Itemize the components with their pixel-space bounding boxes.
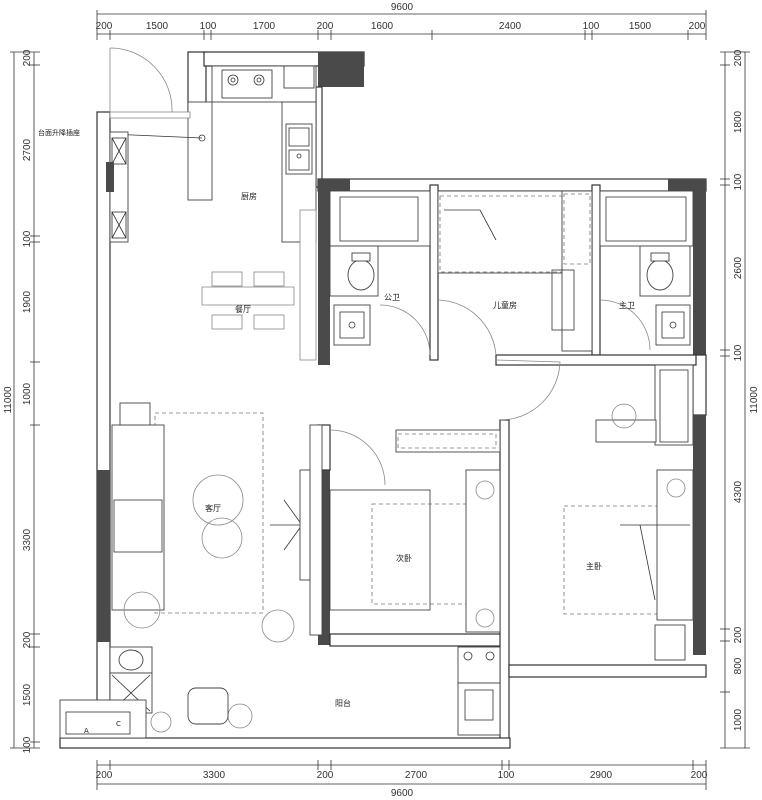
armchair (187, 687, 229, 725)
entry-cabinets (106, 131, 129, 243)
room-label-living: 客厅 (205, 503, 221, 513)
dim-bottom-3: 200 (317, 770, 334, 781)
dim-left-8: 1500 (22, 683, 33, 706)
room-label-dining: 餐厅 (235, 305, 251, 314)
dim-overall-right: 11000 (749, 386, 760, 414)
room-label-public-bath: 公卫 (384, 293, 400, 302)
dim-right-3: 100 (733, 173, 744, 190)
dim-top-7: 2400 (499, 21, 522, 32)
dim-bottom-4: 2700 (405, 770, 428, 781)
dim-left-2: 2700 (22, 138, 33, 161)
dim-left-7: 200 (22, 631, 33, 648)
dim-bottom-7: 200 (691, 770, 708, 781)
dim-bottom-5: 100 (498, 770, 515, 781)
room-label-master-bedroom: 主卧 (586, 561, 602, 571)
kitchen-counter-left (187, 101, 213, 201)
dim-overall-left: 11000 (3, 386, 14, 414)
sink-icon (285, 123, 313, 175)
room-label-kids-room: 儿童房 (493, 300, 517, 310)
dim-overall-bottom: 9600 (391, 788, 414, 799)
toilet-icon (347, 259, 375, 291)
master-bedroom (563, 469, 694, 661)
tank-label-c: C (116, 720, 121, 728)
dimension-texts: 9600 200 1500 100 1700 200 1600 2400 100… (3, 2, 760, 799)
dining-table (201, 271, 295, 330)
second-bedroom (329, 429, 501, 633)
public-bath (329, 190, 431, 356)
dim-right-6: 4300 (733, 480, 744, 503)
dimension-lines (10, 10, 750, 790)
dim-top-9: 1500 (629, 21, 652, 32)
dim-bottom-6: 2900 (590, 770, 613, 781)
dim-top-6: 1600 (371, 21, 394, 32)
dim-top-2: 1500 (146, 21, 169, 32)
sofa (111, 424, 165, 611)
dim-left-9: 100 (22, 736, 33, 753)
dim-left-1: 200 (22, 49, 33, 66)
room-label-second-bedroom: 次卧 (396, 553, 412, 563)
dim-left-5: 1000 (22, 382, 33, 405)
room-label-master-bath: 主卫 (619, 300, 635, 310)
dim-bottom-2: 3300 (203, 770, 226, 781)
room-labels: 厨房 餐厅 客厅 公卫 儿童房 主卫 次卧 主卧 阳台 (205, 191, 635, 708)
dim-top-5: 200 (317, 21, 334, 32)
dim-top-3: 100 (200, 21, 217, 32)
dim-right-2: 1800 (733, 110, 744, 133)
dim-right-9: 1000 (733, 708, 744, 731)
balcony: A C (59, 646, 501, 739)
master-bath (599, 190, 694, 351)
dim-top-1: 200 (96, 21, 113, 32)
dim-left-4: 1900 (22, 290, 33, 313)
kitchen: 台面升降插座 (38, 47, 317, 361)
dim-top-8: 100 (583, 21, 600, 32)
kids-room (437, 190, 593, 356)
dim-right-5: 100 (733, 344, 744, 361)
socket-note: 台面升降插座 (38, 128, 80, 137)
dim-right-7: 200 (733, 626, 744, 643)
tank-label-a: A (84, 727, 89, 735)
dim-bottom-1: 200 (96, 770, 113, 781)
dim-top-10: 200 (689, 21, 706, 32)
room-label-balcony: 阳台 (335, 698, 351, 708)
dim-top-4: 1700 (253, 21, 276, 32)
living-room (111, 402, 323, 643)
room-label-kitchen: 厨房 (241, 191, 257, 201)
dim-left-6: 3300 (22, 528, 33, 551)
dim-left-3: 100 (22, 230, 33, 247)
washbasin-icon (333, 304, 371, 346)
dim-overall-top: 9600 (391, 2, 414, 13)
corridor (495, 359, 694, 446)
tv-cabinet (299, 469, 311, 581)
dim-right-8: 800 (733, 657, 744, 674)
dim-right-1: 200 (733, 49, 744, 66)
dim-right-4: 2600 (733, 256, 744, 279)
walls (59, 51, 707, 749)
